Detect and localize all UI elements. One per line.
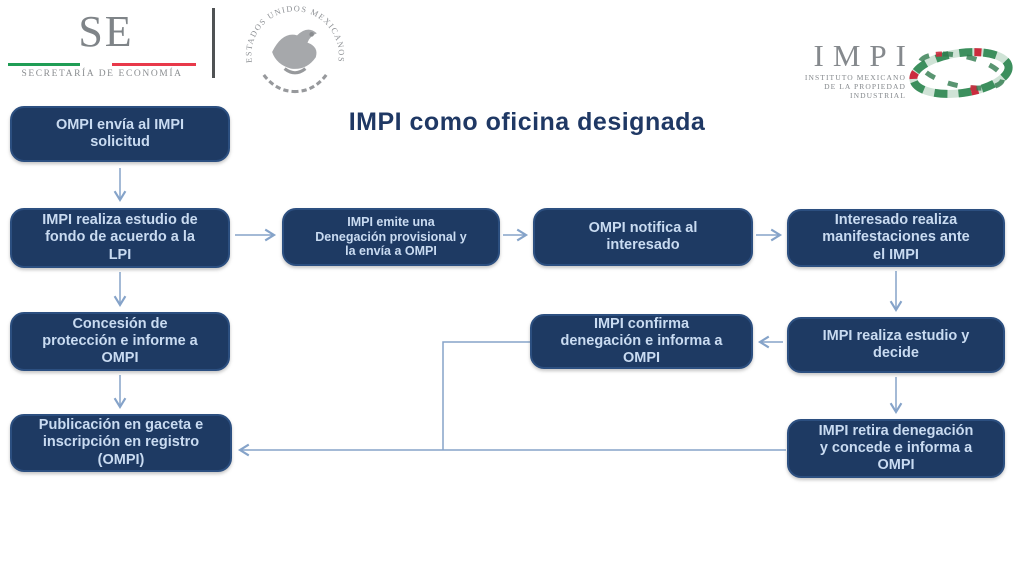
impi-swirl-icon — [909, 48, 1013, 98]
secretaria-economia-logo: SE SECRETARÍA DE ECONOMÍA — [8, 8, 204, 80]
flag-red-line — [112, 63, 196, 66]
flow-box-confirma-denegacion: IMPI confirma denegación e informa a OMP… — [530, 314, 753, 369]
seal-eagle-shape — [272, 29, 317, 69]
edge-confirma-denegacion-to-publicacion — [442, 341, 530, 450]
impi-logo-text: IMPI INSTITUTO MEXICANO DE LA PROPIEDAD … — [782, 40, 906, 100]
seal-laurel-left — [262, 73, 296, 94]
flow-box-estudio-fondo: IMPI realiza estudio de fondo de acuerdo… — [10, 208, 230, 268]
impi-caption-line: INDUSTRIAL — [850, 91, 906, 100]
flow-box-retira-denegacion: IMPI retira denegación y concede e infor… — [787, 419, 1005, 478]
flow-box-publicacion: Publicación en gaceta e inscripción en r… — [10, 414, 232, 472]
impi-caption: INSTITUTO MEXICANO DE LA PROPIEDAD INDUS… — [782, 73, 906, 100]
impi-caption-line: INSTITUTO MEXICANO — [804, 73, 906, 82]
flow-box-ompi-envia: OMPI envía al IMPI solicitud — [10, 106, 230, 162]
flow-box-ompi-notifica: OMPI notifica al interesado — [533, 208, 753, 266]
seal-eagle-head — [309, 32, 314, 37]
impi-acronym: IMPI — [813, 38, 915, 73]
flag-green-line — [8, 63, 80, 66]
se-caption: SECRETARÍA DE ECONOMÍA — [21, 69, 183, 79]
flow-box-denegacion-provisional: IMPI emite una Denegación provisional y … — [282, 208, 500, 266]
seal-cactus-base — [283, 67, 307, 75]
seal-laurel-right — [294, 73, 328, 94]
se-acronym: SE — [78, 7, 134, 56]
page-title: IMPI como oficina designada — [348, 108, 706, 136]
impi-caption-line: DE LA PROPIEDAD — [824, 82, 906, 91]
header-divider — [212, 8, 215, 78]
impi-logo: IMPI INSTITUTO MEXICANO DE LA PROPIEDAD … — [782, 40, 1014, 106]
flow-box-concesion: Concesión de protección e informe a OMPI — [10, 312, 230, 371]
flow-box-estudio-decide: IMPI realiza estudio y decide — [787, 317, 1005, 373]
flow-box-interesado-manifestaciones: Interesado realiza manifestaciones ante … — [787, 209, 1005, 267]
mexico-coat-of-arms-icon: ESTADOS UNIDOS MEXICANOS — [244, 4, 345, 94]
